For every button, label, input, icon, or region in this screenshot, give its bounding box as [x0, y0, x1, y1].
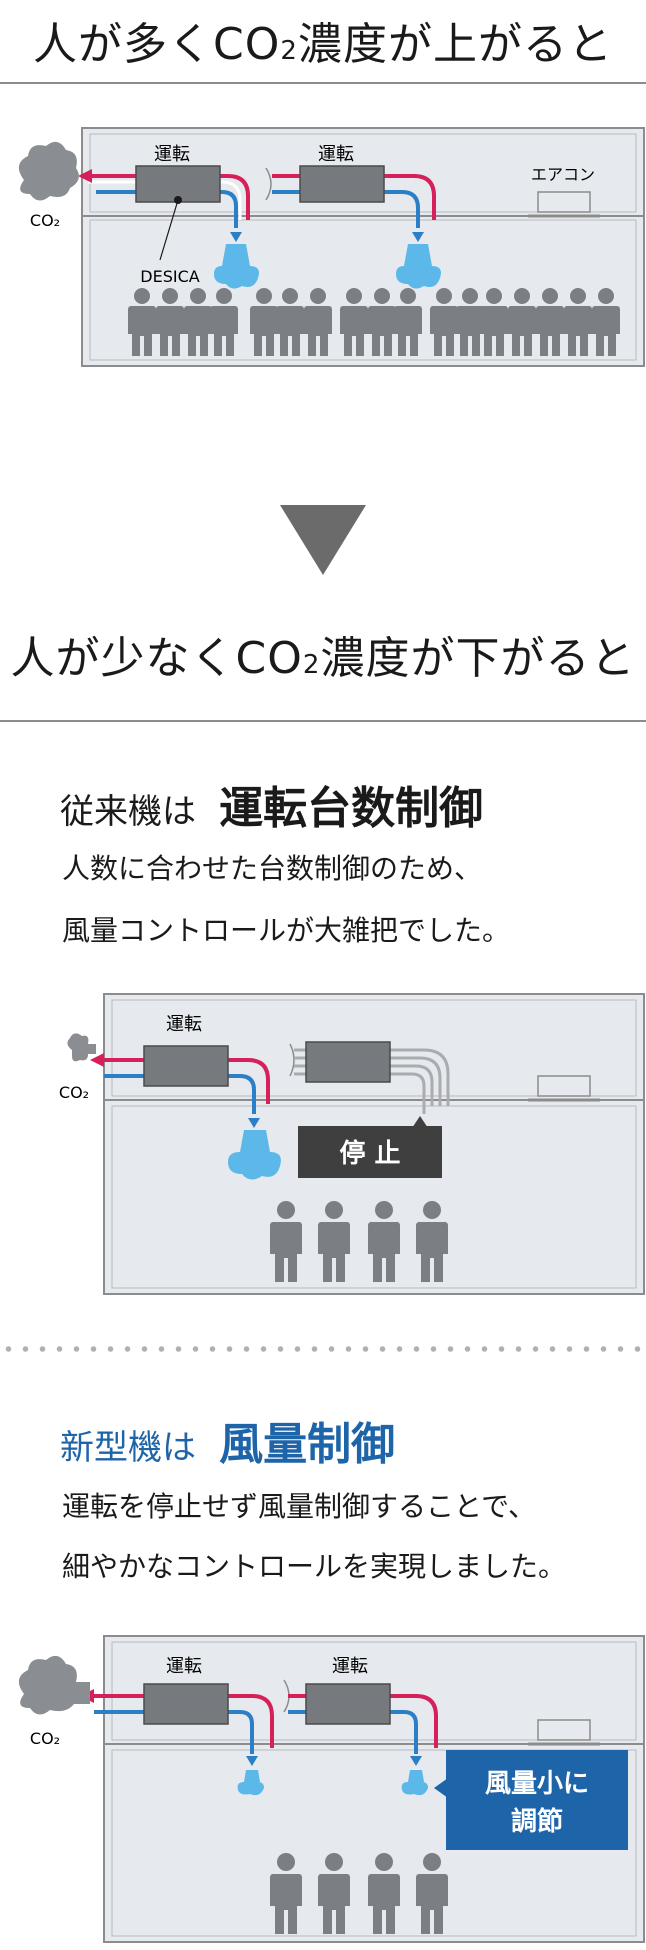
callout-line2: 調節: [511, 1806, 563, 1837]
divider-2: [0, 720, 646, 722]
desica-label: DESICA: [140, 267, 199, 286]
desica-unit-2: [299, 165, 385, 203]
newmodel-title: 新型機は 風量制御: [60, 1408, 395, 1472]
airflow-reduced-callout: [446, 1750, 628, 1850]
newmodel-line1: 運転を停止せず風量制御することで、: [62, 1490, 537, 1523]
aircon-unit: [537, 1075, 591, 1097]
dotted-separator: [0, 1346, 646, 1352]
unit1-label: 運転: [166, 1656, 202, 1677]
heading-high-co2-sub: 2: [280, 36, 298, 66]
aircon-label: エアコン: [531, 165, 595, 184]
co2-label: CO₂: [30, 211, 60, 230]
heading-low-co2-prefix: 人が少なくCO: [10, 633, 303, 684]
unit1-label: 運転: [154, 144, 190, 165]
aircon-unit: [537, 1719, 591, 1741]
co2-cloud-icon: [18, 1655, 90, 1715]
co2-cloud-icon: [18, 141, 79, 201]
newmodel-title-bold: 風量制御: [219, 1419, 396, 1470]
unit2-label: 運転: [318, 144, 354, 165]
conventional-title: 従来機は 運転台数制御: [60, 772, 483, 836]
co2-label: CO₂: [59, 1083, 89, 1102]
newmodel-line2: 細やかなコントロールを実現しました。: [62, 1550, 567, 1583]
callout-line1: 風量小に: [485, 1769, 589, 1799]
heading-low-co2-suffix: 濃度が下がると: [320, 633, 636, 684]
stop-label: 停 止: [339, 1138, 400, 1169]
newmodel-title-prefix: 新型機は: [60, 1428, 196, 1468]
small-airflow-1: [237, 1782, 264, 1796]
stop-callout: [298, 1126, 442, 1178]
unit1-label: 運転: [166, 1014, 202, 1035]
diagram-conventional: 運転 CO₂ 停 止: [59, 993, 645, 1295]
diagram-many-people: 運転 運転 エアコン CO₂ DESICA: [18, 127, 645, 367]
diagram-new-model: 運転 運転 CO₂ 風量小に 調節: [18, 1635, 645, 1943]
desica-unit-2: [305, 1683, 391, 1725]
heading-high-co2-prefix: 人が多くCO: [33, 19, 281, 70]
conventional-title-prefix: 従来機は: [60, 792, 196, 832]
heading-low-co2-sub: 2: [302, 650, 321, 680]
conventional-title-bold: 運転台数制御: [219, 783, 484, 834]
desica-unit-stopped: [305, 1041, 391, 1083]
aircon-unit: [537, 191, 591, 213]
airflow-cloud: [228, 1152, 281, 1180]
heading-high-co2-suffix: 濃度が上がると: [297, 19, 613, 70]
heading-high-co2: 人が多くCO2濃度が上がると: [0, 8, 646, 72]
heading-low-co2: 人が少なくCO2濃度が下がると: [0, 622, 646, 686]
divider-1: [0, 82, 646, 84]
co2-label: CO₂: [30, 1729, 60, 1748]
small-airflow-2: [401, 1782, 428, 1796]
desica-unit-1: [143, 1683, 229, 1725]
desica-unit-running: [143, 1045, 229, 1087]
co2-small-icon: [67, 1033, 96, 1062]
down-arrow-icon: [280, 505, 366, 575]
airflow-cloud-2: [396, 266, 441, 289]
airflow-cloud-1: [214, 266, 259, 289]
conventional-line1: 人数に合わせた台数制御のため、: [62, 852, 483, 885]
unit2-label: 運転: [332, 1656, 368, 1677]
conventional-line2: 風量コントロールが大雑把でした。: [62, 914, 511, 947]
